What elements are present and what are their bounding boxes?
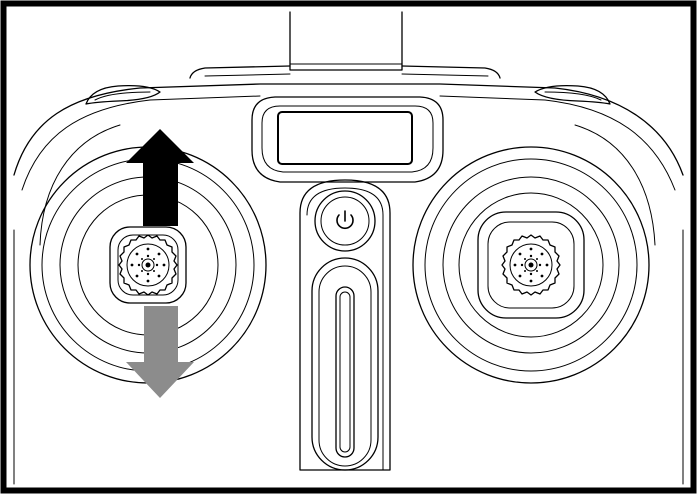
antenna — [289, 11, 403, 71]
left-shoulder-button — [85, 84, 161, 105]
arrow-down-icon — [126, 306, 194, 398]
controller-body — [13, 83, 684, 485]
right-stick-housing — [412, 146, 650, 384]
right-stick[interactable] — [501, 234, 561, 296]
display-screen — [277, 111, 413, 165]
center-slot — [311, 257, 379, 471]
center-channel — [299, 179, 391, 471]
arrow-up-icon — [126, 129, 194, 226]
power-icon — [336, 210, 354, 230]
left-stick[interactable] — [118, 234, 178, 296]
center-display — [251, 96, 444, 183]
top-bracket — [189, 65, 501, 79]
right-shoulder-button — [534, 84, 611, 105]
power-button[interactable] — [314, 190, 376, 252]
